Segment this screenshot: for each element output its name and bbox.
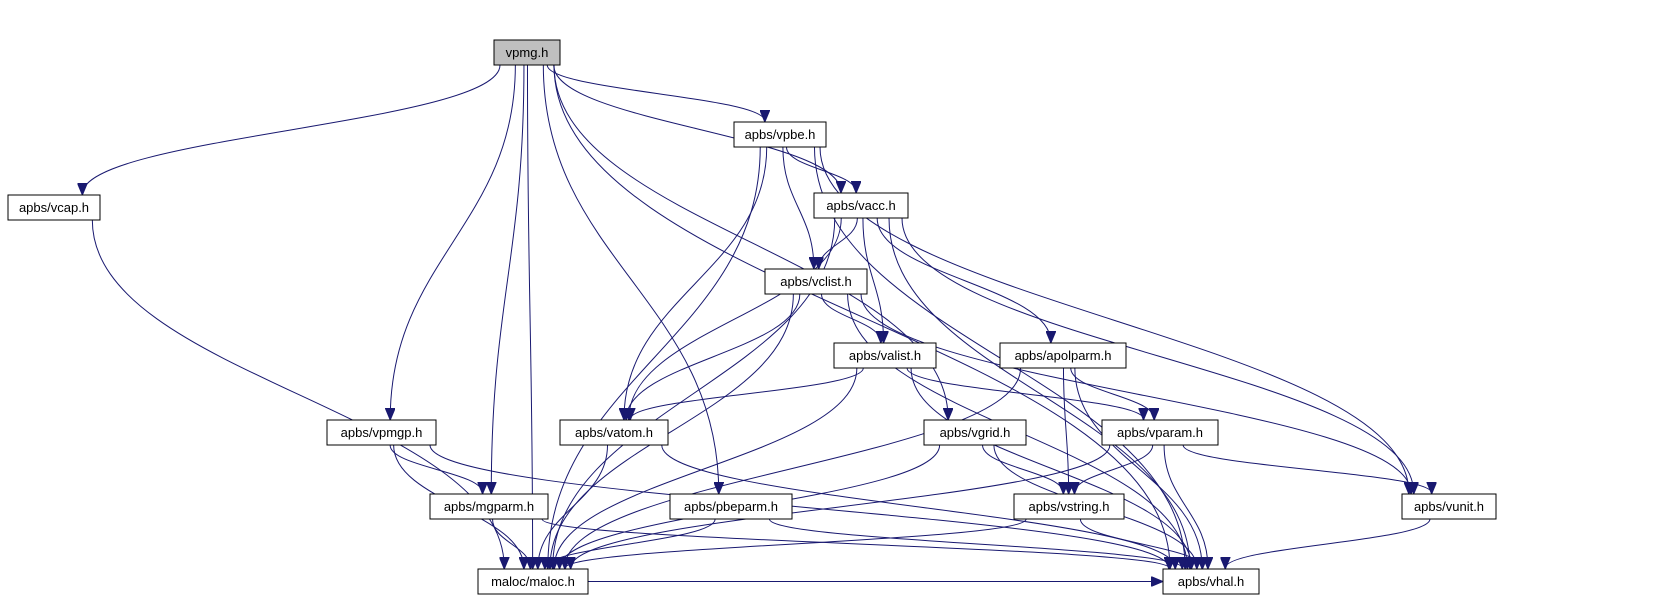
edge-vpmg-to-vhal — [553, 64, 1170, 568]
node-label-valist: apbs/valist.h — [849, 348, 921, 363]
edge-vacc-to-apolparm — [876, 217, 1051, 342]
edge-vacc-to-valist — [862, 217, 884, 342]
node-box-vparam — [1101, 419, 1219, 446]
edge-vpmg-to-maloc — [526, 64, 532, 568]
node-vpbe[interactable]: apbs/vpbe.h — [733, 121, 827, 148]
node-label-vatom: apbs/vatom.h — [575, 425, 653, 440]
node-label-vstring: apbs/vstring.h — [1029, 499, 1110, 514]
node-label-vpmgp: apbs/vpmgp.h — [341, 425, 423, 440]
edge-vpbe-to-vclist — [782, 146, 814, 268]
edge-vparam-to-vunit — [1182, 444, 1432, 493]
edge-vclist-to-vatom — [626, 293, 801, 419]
node-box-mgparm — [429, 493, 549, 520]
edge-vunit-to-vhal — [1225, 518, 1431, 568]
node-vparam[interactable]: apbs/vparam.h — [1101, 419, 1219, 446]
node-box-apolparm — [999, 342, 1127, 369]
node-label-vclist: apbs/vclist.h — [780, 274, 852, 289]
edge-valist-to-maloc — [554, 367, 858, 568]
node-box-maloc — [477, 568, 589, 595]
node-box-vacc — [813, 192, 909, 219]
node-box-vpmg — [493, 39, 561, 66]
node-label-vgrid: apbs/vgrid.h — [940, 425, 1011, 440]
edge-vclist-to-vunit — [860, 293, 1411, 493]
node-vcap[interactable]: apbs/vcap.h — [7, 194, 101, 221]
edge-vpmgp-to-vhal — [429, 444, 1169, 568]
node-maloc[interactable]: maloc/maloc.h — [477, 568, 589, 595]
edge-vpmgp-to-mgparm — [389, 444, 482, 493]
edge-vpmg-to-vpbe — [546, 64, 765, 121]
node-label-vcap: apbs/vcap.h — [19, 200, 89, 215]
edge-valist-to-vatom — [630, 367, 864, 419]
edge-vparam-to-vstring — [1074, 444, 1154, 493]
edge-vatom-to-vhal — [661, 444, 1175, 568]
edge-vparam-to-maloc — [571, 444, 1111, 568]
node-label-apolparm: apbs/apolparm.h — [1015, 348, 1112, 363]
node-label-vunit: apbs/vunit.h — [1414, 499, 1484, 514]
node-box-vgrid — [923, 419, 1027, 446]
edge-apolparm-to-vstring — [1062, 367, 1068, 493]
edge-pbeparm-to-maloc — [545, 518, 716, 568]
edges-layer — [82, 64, 1432, 582]
node-vatom[interactable]: apbs/vatom.h — [559, 419, 669, 446]
edge-valist-to-vhal — [910, 367, 1191, 568]
nodes-layer: vpmg.h apbs/vpbe.h apbs/vcap.h apbs/vacc.h a… — [7, 39, 1497, 595]
node-vhal[interactable]: apbs/vhal.h — [1162, 568, 1260, 595]
edge-vpmg-to-pbeparm — [542, 64, 718, 493]
node-box-vclist — [764, 268, 868, 295]
edge-vacc-to-vunit — [901, 217, 1414, 493]
node-label-maloc: maloc/maloc.h — [491, 574, 575, 589]
edge-vatom-to-maloc — [538, 444, 609, 568]
edge-vclist-to-maloc — [550, 293, 794, 568]
node-vclist[interactable]: apbs/vclist.h — [764, 268, 868, 295]
edge-vacc-to-vclist — [819, 217, 858, 268]
node-box-vpbe — [733, 121, 827, 148]
edge-vparam-to-vhal — [1163, 444, 1208, 568]
node-valist[interactable]: apbs/valist.h — [833, 342, 937, 369]
node-box-valist — [833, 342, 937, 369]
edge-valist-to-vparam — [906, 367, 1144, 419]
node-label-vpmg: vpmg.h — [506, 45, 549, 60]
edge-mgparm-to-maloc — [492, 518, 531, 568]
node-apolparm[interactable]: apbs/apolparm.h — [999, 342, 1127, 369]
edge-vpmg-to-vcap — [82, 64, 501, 194]
edge-vpbe-to-vacc — [785, 146, 856, 192]
node-label-vhal: apbs/vhal.h — [1178, 574, 1245, 589]
edge-vpmg-to-vpmgp — [390, 64, 516, 419]
node-pbeparm[interactable]: apbs/pbeparm.h — [669, 493, 793, 520]
edge-vgrid-to-vstring — [982, 444, 1064, 493]
node-label-pbeparm: apbs/pbeparm.h — [684, 499, 778, 514]
edge-vacc-to-vhal — [888, 217, 1190, 568]
edge-apolparm-to-vhal — [1074, 367, 1202, 568]
node-vgrid[interactable]: apbs/vgrid.h — [923, 419, 1027, 446]
edge-vpmg-to-mgparm — [491, 64, 525, 493]
node-vstring[interactable]: apbs/vstring.h — [1013, 493, 1125, 520]
node-mgparm[interactable]: apbs/mgparm.h — [429, 493, 549, 520]
node-box-vatom — [559, 419, 669, 446]
node-box-vpmgp — [326, 419, 437, 446]
node-vacc[interactable]: apbs/vacc.h — [813, 192, 909, 219]
edge-apolparm-to-vparam — [1070, 367, 1154, 419]
edge-pbeparm-to-vhal — [768, 518, 1182, 568]
node-box-vunit — [1401, 493, 1497, 520]
node-vpmg: vpmg.h — [493, 39, 561, 66]
node-label-mgparm: apbs/mgparm.h — [444, 499, 534, 514]
edge-vpbe-to-vatom — [624, 146, 768, 419]
node-box-vhal — [1162, 568, 1260, 595]
edge-vclist-to-valist — [821, 293, 881, 342]
node-label-vparam: apbs/vparam.h — [1117, 425, 1203, 440]
edge-mgparm-to-vhal — [541, 518, 1169, 568]
node-vpmgp[interactable]: apbs/vpmgp.h — [326, 419, 437, 446]
edge-vstring-to-vhal — [1079, 518, 1202, 568]
node-box-pbeparm — [669, 493, 793, 520]
node-box-vstring — [1013, 493, 1125, 520]
edge-vpbe-to-maloc — [548, 146, 761, 568]
node-label-vpbe: apbs/vpbe.h — [745, 127, 816, 142]
edge-vstring-to-maloc — [565, 518, 1027, 568]
edge-vacc-to-vatom — [629, 217, 842, 419]
node-label-vacc: apbs/vacc.h — [826, 198, 895, 213]
edge-apolparm-to-maloc — [565, 367, 1022, 568]
node-box-vcap — [7, 194, 101, 221]
node-vunit[interactable]: apbs/vunit.h — [1401, 493, 1497, 520]
